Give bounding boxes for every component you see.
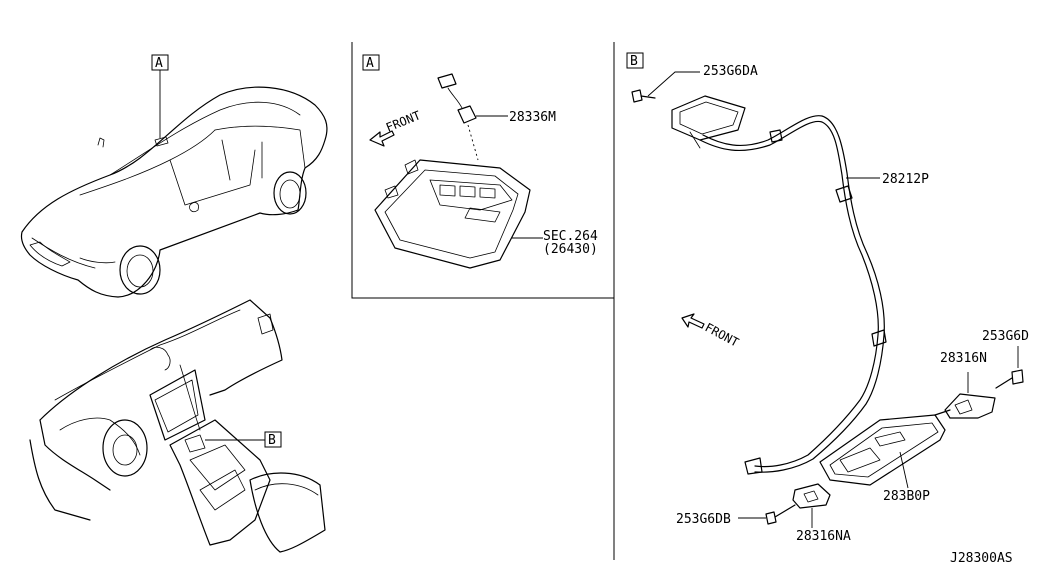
panel-a-tag: A: [366, 56, 374, 71]
section-ref-line2: (26430): [543, 242, 598, 257]
front-label-b: FRONT: [703, 320, 741, 349]
car-callout-a: A: [151, 54, 169, 71]
panel-frames: [351, 42, 615, 560]
part-label-283B0P: 283B0P: [883, 489, 930, 504]
part-label-253G6DA: 253G6DA: [703, 64, 758, 79]
section-a-tag-car: A: [155, 56, 163, 71]
part-label-253G6D: 253G6D: [982, 329, 1029, 344]
part-label-28212P: 28212P: [882, 172, 929, 187]
panel-b: B FRONT 253G6DA 28212P 283B0P: [626, 52, 1029, 544]
panel-a: A FRONT 28336M SEC.264 (26430): [362, 54, 598, 269]
front-arrow-b: FRONT: [681, 313, 741, 350]
panel-b-tag: B: [630, 54, 638, 69]
car-illustration: [20, 70, 328, 298]
part-label-28316N: 28316N: [940, 351, 987, 366]
section-b-tag-dash: B: [268, 433, 276, 448]
section-ref-line1: SEC.264: [543, 229, 598, 244]
diagram-id: J28300AS: [950, 551, 1013, 566]
part-label-253G6DB: 253G6DB: [676, 512, 731, 527]
part-label-28316NA: 28316NA: [796, 529, 851, 544]
front-arrow-a: FRONT: [369, 108, 423, 147]
front-label-a: FRONT: [384, 108, 423, 135]
part-label-28336M: 28336M: [509, 110, 556, 125]
dashboard-callout-b: B: [264, 431, 282, 448]
dashboard-illustration: [29, 299, 326, 553]
